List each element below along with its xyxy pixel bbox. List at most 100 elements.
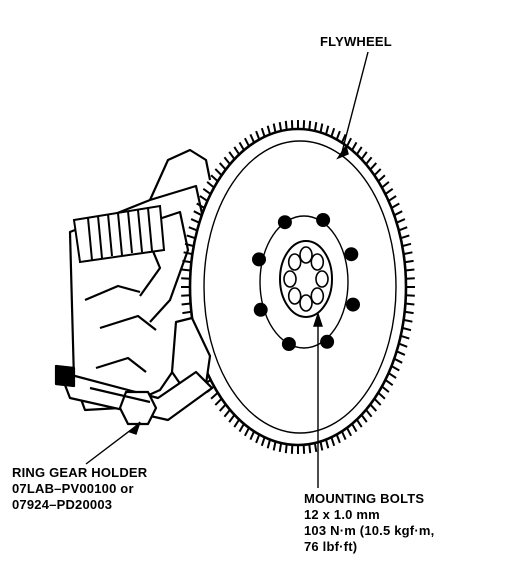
gear-tooth bbox=[377, 174, 386, 183]
gear-tooth bbox=[183, 251, 193, 256]
crank-bolt-hole bbox=[315, 270, 329, 288]
gear-tooth bbox=[346, 137, 352, 147]
ring-gear-holder-label: RING GEAR HOLDER 07LAB–PV00100 or 07924–… bbox=[12, 465, 147, 513]
gear-tooth bbox=[381, 181, 390, 189]
gear-tooth bbox=[381, 385, 390, 393]
crank-bolt-hole bbox=[310, 287, 325, 305]
gear-tooth bbox=[369, 162, 378, 171]
gear-tooth bbox=[373, 397, 382, 406]
gear-tooth bbox=[188, 226, 198, 232]
mounting-bolts-size: 12 x 1.0 mm bbox=[304, 507, 380, 522]
flywheel-inner-rim bbox=[203, 140, 397, 434]
gear-tooth bbox=[388, 195, 397, 202]
gear-tooth bbox=[365, 409, 373, 418]
gear-tooth bbox=[384, 187, 394, 195]
gear-tooth bbox=[249, 430, 256, 441]
flywheel-hub-ring bbox=[259, 215, 349, 349]
gear-tooth bbox=[396, 350, 406, 356]
mounting-bolt bbox=[252, 252, 266, 267]
gear-tooth bbox=[360, 151, 368, 160]
gear-tooth bbox=[308, 444, 312, 454]
ring-gear-holder-tool bbox=[54, 316, 214, 426]
gear-tooth bbox=[393, 210, 403, 217]
flywheel bbox=[181, 120, 415, 454]
gear-tooth bbox=[260, 127, 266, 138]
gear-tooth bbox=[238, 423, 245, 433]
gear-tooth bbox=[244, 427, 250, 437]
gear-tooth bbox=[228, 151, 236, 160]
gear-tooth bbox=[313, 121, 318, 132]
gear-tooth bbox=[260, 436, 266, 447]
leader-lines bbox=[85, 51, 369, 488]
gear-tooth bbox=[404, 310, 414, 315]
gear-tooth bbox=[223, 156, 231, 165]
mounting-bolt bbox=[346, 297, 360, 312]
gear-tooth bbox=[351, 141, 358, 151]
gear-tooth bbox=[365, 156, 373, 165]
mounting-bolt bbox=[316, 213, 331, 227]
crank-bolt-hole bbox=[283, 270, 297, 288]
gear-tooth bbox=[223, 409, 231, 418]
gear-tooth bbox=[402, 242, 412, 248]
gear-tooth bbox=[335, 130, 341, 140]
gear-tooth bbox=[325, 125, 330, 135]
gear-tooth bbox=[193, 210, 203, 217]
gear-tooth bbox=[278, 442, 283, 453]
gear-tooth bbox=[218, 403, 227, 412]
gear-tooth bbox=[400, 334, 410, 340]
gear-tooth bbox=[255, 434, 261, 444]
gear-tooth bbox=[396, 218, 406, 224]
gear-tooth bbox=[405, 268, 415, 272]
crank-bolt-hole bbox=[299, 246, 313, 264]
gear-tooth bbox=[308, 120, 312, 130]
gear-tooth bbox=[244, 137, 250, 147]
gear-tooth bbox=[238, 141, 245, 151]
mounting-bolt bbox=[281, 337, 296, 351]
crank-bolt-hole bbox=[287, 287, 302, 305]
gear-tooth bbox=[284, 120, 288, 130]
gear-tooth bbox=[228, 414, 236, 423]
crank-bolt-hole bbox=[299, 294, 313, 312]
gear-tooth bbox=[351, 423, 358, 433]
gear-tooth bbox=[214, 397, 223, 406]
mounting-bolts-torque: 103 N·m (10.5 kgf·m, bbox=[304, 523, 435, 538]
gear-tooth bbox=[182, 310, 192, 315]
gear-tooth bbox=[210, 174, 219, 183]
gear-tooth bbox=[272, 441, 277, 451]
mounting-bolts bbox=[252, 213, 360, 351]
mounting-bolts-label: MOUNTING BOLTS 12 x 1.0 mm 103 N·m (10.5… bbox=[304, 491, 434, 555]
mounting-bolts-torque-lbf: 76 lbf·ft) bbox=[304, 539, 358, 554]
gear-tooth bbox=[360, 414, 368, 423]
gear-tooth bbox=[393, 357, 403, 364]
gear-tooth bbox=[355, 146, 363, 156]
gear-tooth bbox=[319, 441, 324, 451]
gear-tooth bbox=[404, 259, 414, 264]
gear-tooth bbox=[249, 133, 256, 144]
mounting-bolt bbox=[320, 334, 335, 349]
gear-tooth bbox=[284, 444, 288, 454]
gear-tooth bbox=[182, 259, 192, 264]
gear-tooth bbox=[210, 391, 219, 400]
gear-tooth bbox=[233, 418, 241, 428]
gear-tooth bbox=[346, 427, 352, 437]
gear-tooth bbox=[335, 434, 341, 444]
gear-tooth bbox=[202, 187, 212, 195]
gear-tooth bbox=[278, 121, 283, 132]
gear-tooth bbox=[405, 302, 415, 306]
gear-tooth bbox=[391, 202, 400, 209]
ring-gear-holder-part-2: 07924–PD20003 bbox=[12, 497, 113, 512]
gear-tooth bbox=[330, 436, 336, 447]
gear-tooth bbox=[184, 242, 194, 248]
gear-tooth bbox=[199, 195, 208, 202]
gear-tooth bbox=[400, 234, 410, 240]
gear-tooth bbox=[181, 268, 191, 272]
gear-tooth bbox=[313, 442, 318, 453]
gear-tooth bbox=[340, 430, 347, 441]
gear-tooth bbox=[196, 202, 205, 209]
gear-tooth bbox=[355, 418, 363, 428]
gear-tooth bbox=[330, 127, 336, 138]
gear-tooth bbox=[325, 439, 330, 449]
gear-tooth bbox=[391, 365, 400, 372]
gear-tooth bbox=[402, 326, 412, 332]
